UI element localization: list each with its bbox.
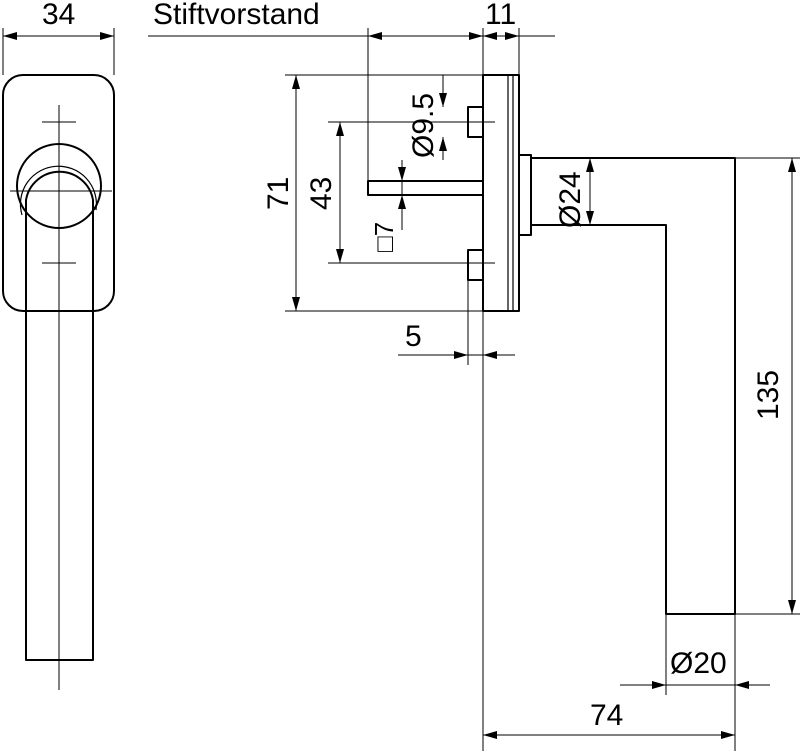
arrow	[292, 297, 300, 311]
arrow	[368, 32, 382, 40]
arrow	[505, 32, 519, 40]
dim-71-label: 71	[262, 177, 295, 210]
dim-24-label: Ø24	[554, 171, 587, 228]
arrow	[652, 681, 666, 689]
arrow	[439, 93, 447, 107]
dim-5-label: 5	[405, 320, 422, 353]
neck-hub	[518, 154, 532, 236]
arrow	[721, 731, 735, 739]
arrow	[454, 351, 468, 359]
arrow	[483, 32, 497, 40]
arrow	[100, 32, 114, 40]
arrow	[3, 32, 17, 40]
dim-11-label: 11	[485, 0, 516, 31]
arrow	[398, 167, 406, 181]
lever-side-outline	[531, 157, 736, 615]
arrow	[336, 249, 344, 263]
front-view: 34	[2, 0, 115, 690]
arrow	[398, 195, 406, 209]
dim-135-label: 135	[752, 370, 785, 420]
arrow	[292, 75, 300, 89]
arrow	[483, 731, 497, 739]
lever-front-outline	[25, 170, 94, 661]
dim-9-5-label: Ø9.5	[407, 93, 440, 158]
square-spindle	[367, 180, 484, 196]
arrow	[788, 600, 796, 614]
arrow	[788, 158, 796, 172]
dim-20-label: Ø20	[670, 647, 727, 680]
dim-74-label: 74	[590, 699, 623, 732]
screw-bottom	[467, 249, 484, 281]
dim-43-label: 43	[305, 177, 338, 210]
dim-stiftvorstand-label: Stiftvorstand	[153, 0, 320, 31]
arrow	[586, 211, 594, 225]
arrow	[469, 32, 483, 40]
side-view: Stiftvorstand 11 71 43 Ø9.5 □7 Ø24	[148, 0, 800, 751]
dim-34-label: 34	[42, 0, 75, 31]
arrow	[586, 158, 594, 172]
arrow	[439, 137, 447, 151]
dim-7-label: □7	[369, 222, 399, 252]
arrow	[336, 122, 344, 136]
arrow	[483, 351, 497, 359]
arrow	[735, 681, 749, 689]
